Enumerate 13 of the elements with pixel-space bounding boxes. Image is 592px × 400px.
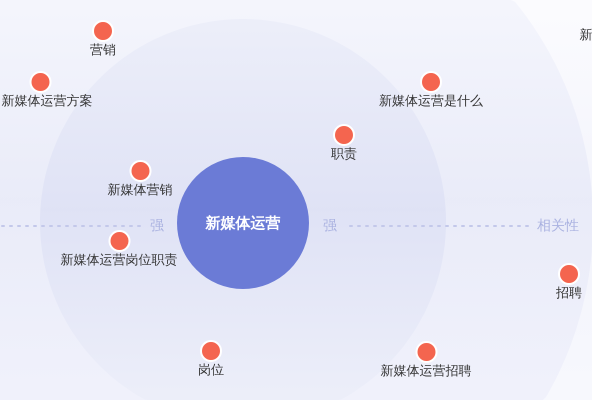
axis-label: 强 bbox=[150, 217, 164, 235]
node-label: 岗位 bbox=[198, 363, 224, 379]
axis-label: 相关性 bbox=[537, 217, 579, 235]
node-label: 新媒体运营岗位职责 bbox=[60, 253, 178, 269]
node-label: 新 bbox=[580, 27, 592, 44]
node-label: 新媒体营销 bbox=[108, 183, 172, 199]
node-label: 新媒体运营招聘 bbox=[380, 364, 472, 380]
node-label: 职责 bbox=[331, 147, 357, 163]
axis-label: 强 bbox=[323, 217, 337, 235]
node-label: 新媒体运营是什么 bbox=[379, 94, 483, 110]
node-label: 营销 bbox=[90, 43, 116, 59]
node-label: 招聘 bbox=[556, 286, 582, 302]
node-label: 新媒体运营方案 bbox=[2, 94, 92, 110]
